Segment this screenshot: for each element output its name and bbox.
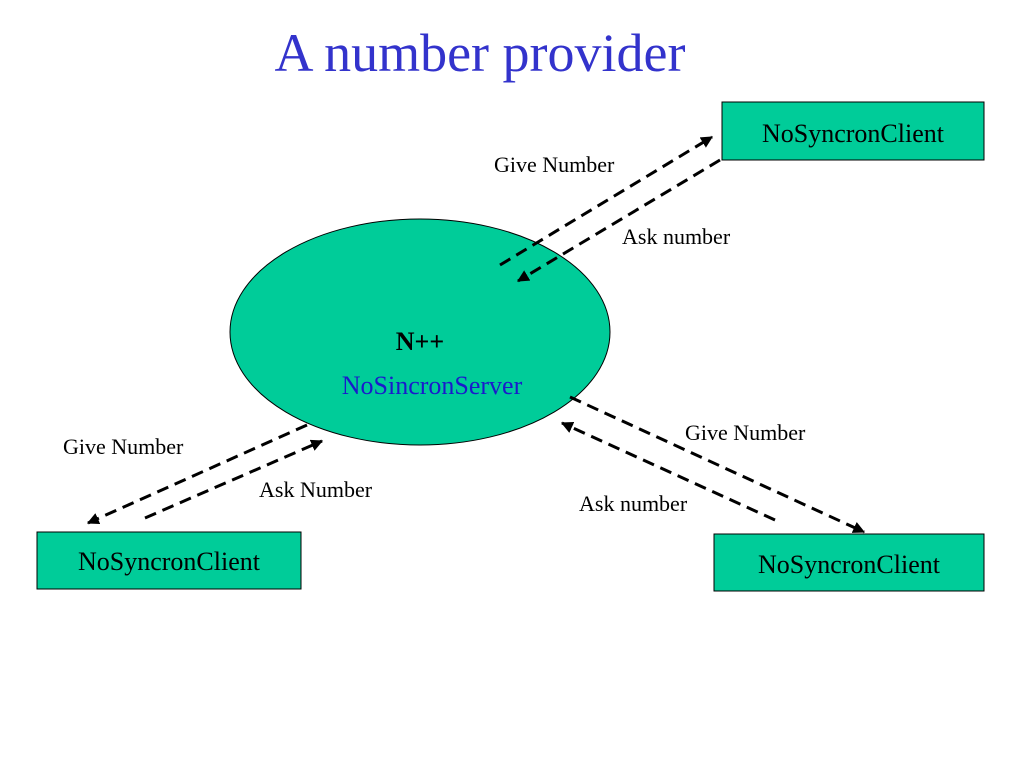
server-label-primary: N++ <box>396 327 444 356</box>
client-node-top-right <box>721 101 985 161</box>
arrow-right-ask-number <box>560 421 776 522</box>
arrow-right-give-number <box>569 395 866 534</box>
arrow-top-give-number <box>499 135 714 267</box>
client-label-right: NoSyncronClient <box>758 550 941 579</box>
edge-label-top-ask: Ask number <box>622 224 731 249</box>
edge-label-left-ask: Ask Number <box>259 477 373 502</box>
client-node-right <box>713 533 985 592</box>
server-label-secondary: NoSincronServer <box>342 371 523 400</box>
arrow-left-give-number <box>86 423 308 525</box>
edge-label-left-give: Give Number <box>63 434 184 459</box>
client-label-left: NoSyncronClient <box>78 547 261 576</box>
arrow-top-ask-number <box>516 158 721 283</box>
arrow-left-ask-number <box>144 439 324 520</box>
server-node <box>229 218 611 446</box>
client-node-left <box>36 531 302 590</box>
edge-label-right-ask: Ask number <box>579 491 688 516</box>
slide-title: A number provider <box>274 23 686 83</box>
edge-label-right-give: Give Number <box>685 420 806 445</box>
edge-label-top-give: Give Number <box>494 152 615 177</box>
client-label-top-right: NoSyncronClient <box>762 119 945 148</box>
